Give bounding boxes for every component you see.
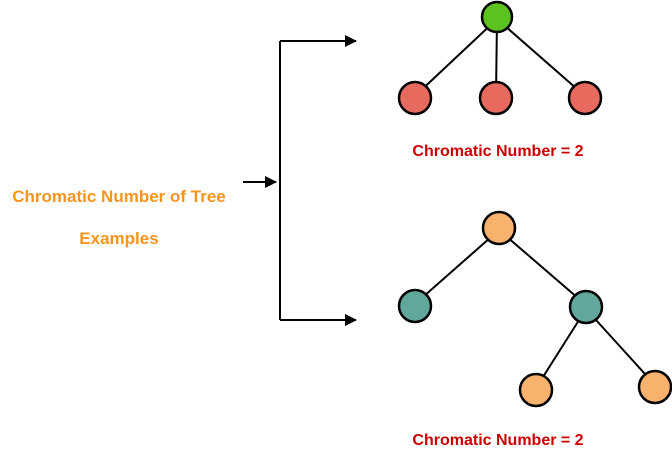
tree2-edges — [414, 229, 656, 389]
tree2-caption: Chromatic Number = 2 — [412, 432, 584, 449]
tree1-root-node — [480, 0, 514, 34]
tree-edge — [414, 229, 500, 305]
tree2-grandchild-node — [518, 372, 554, 408]
tree1-child-node — [478, 80, 514, 116]
diagram-title-line2: Examples — [79, 229, 159, 248]
tree1-caption: Chromatic Number = 2 — [412, 143, 584, 160]
tree2-binary-tree — [397, 210, 672, 408]
connector-bracket — [243, 35, 357, 326]
tree-edge — [585, 308, 656, 386]
tree2-grandchild-node — [637, 369, 672, 405]
tree2-root-node — [481, 210, 517, 246]
tree-edge — [535, 308, 587, 389]
tree-edge — [414, 18, 498, 97]
tree1-child-node — [397, 80, 433, 116]
tree-edge — [496, 18, 586, 97]
tree1-star-tree — [397, 0, 603, 116]
diagram-title: Chromatic Number of Tree Examples — [0, 165, 238, 249]
tree-edge — [498, 229, 587, 306]
tree1-child-node — [567, 80, 603, 116]
diagram-title-line1: Chromatic Number of Tree — [12, 187, 226, 206]
tree2-right-child-node — [568, 289, 604, 325]
tree2-left-child-node — [397, 288, 433, 324]
